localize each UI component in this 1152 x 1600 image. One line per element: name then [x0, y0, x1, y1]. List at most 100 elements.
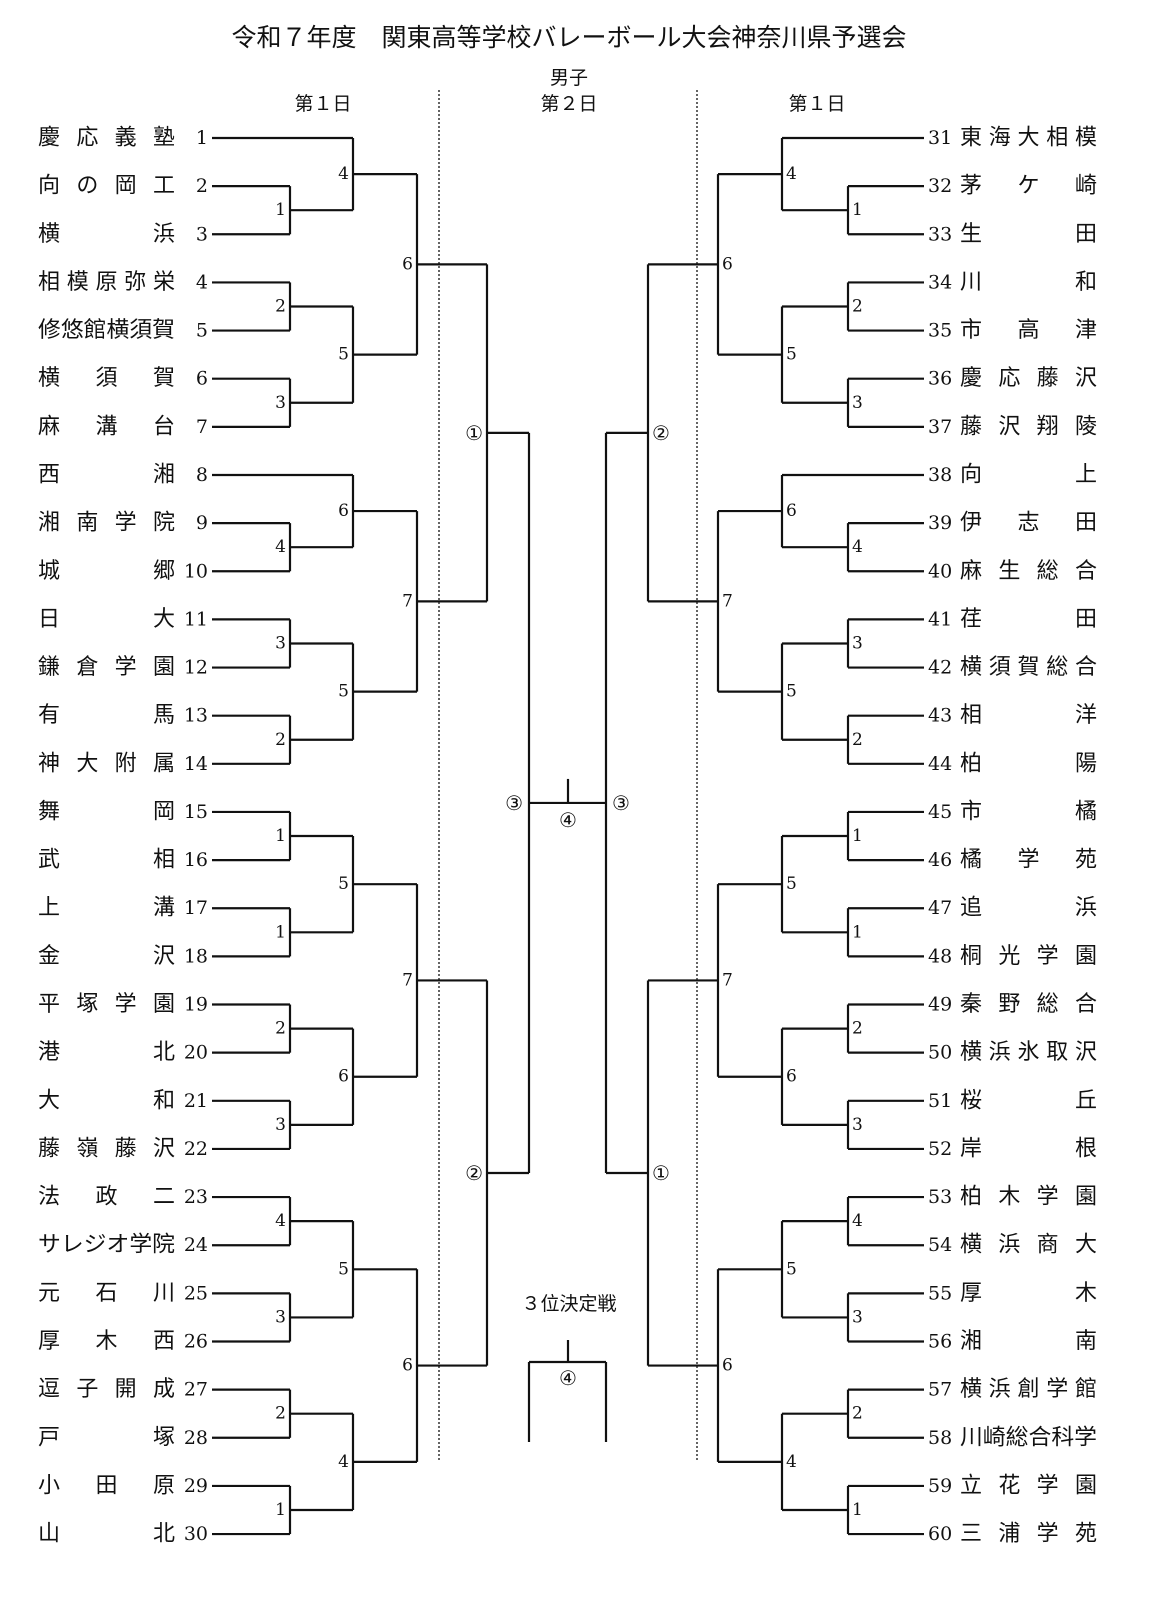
team-number: 49 — [928, 994, 952, 1016]
round1-match-label: 1 — [275, 1500, 286, 1520]
team-number: 46 — [928, 849, 952, 871]
team-name: 西湘 — [38, 462, 175, 487]
bracket-lines — [212, 90, 924, 1536]
team-name: 戸塚 — [38, 1425, 175, 1450]
team-name: 上溝 — [38, 896, 175, 921]
team-name: 城郷 — [38, 559, 175, 584]
team-number: 57 — [928, 1379, 952, 1401]
team-name: 市橘 — [960, 799, 1097, 824]
day1-left-header: 第１日 — [294, 93, 351, 115]
team-name: 横須賀総合 — [960, 655, 1097, 680]
bracket-labels: 1慶応義塾2向の岡工3横浜4相模原弥栄5修悠館横須賀6横須賀7麻溝台8西湘9湘南… — [38, 126, 1097, 1547]
team-name: 麻生総合 — [960, 559, 1097, 584]
team-number: 3 — [196, 223, 208, 245]
round3-match-label: 7 — [722, 970, 733, 990]
team-name: 横浜商大 — [960, 1233, 1097, 1258]
team-number: 23 — [184, 1186, 208, 1208]
team-number: 10 — [184, 560, 208, 582]
team-name: 藤沢翔陵 — [960, 414, 1097, 439]
team-name: 荏田 — [960, 607, 1097, 632]
team-name: 港北 — [38, 1040, 175, 1065]
round3-match-label: 7 — [402, 591, 413, 611]
team-name: 向の岡工 — [38, 174, 175, 199]
round1-match-label: 3 — [852, 1307, 863, 1327]
team-name: 桜丘 — [960, 1088, 1097, 1113]
team-number: 17 — [184, 897, 208, 919]
team-name: 川和 — [960, 270, 1097, 295]
team-number: 9 — [196, 512, 208, 534]
team-name: 川崎総合科学 — [960, 1425, 1097, 1450]
third-place-match-label: ④ — [559, 1366, 577, 1390]
team-number: 15 — [184, 801, 208, 823]
team-number: 48 — [928, 945, 952, 967]
team-name: 桐光学園 — [960, 944, 1097, 969]
team-number: 44 — [928, 753, 952, 775]
team-number: 43 — [928, 705, 952, 727]
team-number: 7 — [196, 416, 208, 438]
team-name: 武相 — [38, 848, 175, 873]
team-name: 修悠館横須賀 — [38, 318, 175, 343]
division-label: 男子 — [550, 67, 588, 89]
team-number: 22 — [184, 1138, 208, 1160]
team-name: 厚木 — [960, 1281, 1097, 1306]
round1-match-label: 4 — [852, 537, 863, 557]
team-name: 岸根 — [960, 1136, 1097, 1161]
round1-match-label: 3 — [275, 1115, 286, 1135]
team-name: 向上 — [960, 462, 1097, 487]
team-number: 55 — [928, 1282, 952, 1304]
team-name: 相模原弥栄 — [38, 270, 175, 295]
round2-match-label: 5 — [786, 682, 797, 702]
team-number: 1 — [196, 127, 208, 149]
team-name: 相洋 — [960, 703, 1097, 728]
round2-match-label: 4 — [338, 164, 349, 184]
team-number: 54 — [928, 1234, 952, 1256]
round2-match-label: 6 — [338, 1067, 349, 1087]
team-name: 市高津 — [960, 318, 1097, 343]
round1-match-label: 2 — [275, 1404, 286, 1424]
team-number: 18 — [184, 945, 208, 967]
round1-match-label: 3 — [852, 1115, 863, 1135]
team-number: 2 — [196, 175, 208, 197]
team-name: 有馬 — [38, 703, 175, 728]
team-number: 30 — [184, 1523, 208, 1545]
team-name: 横浜氷取沢 — [960, 1040, 1097, 1065]
team-name: 横浜創学館 — [960, 1377, 1097, 1402]
team-number: 39 — [928, 512, 952, 534]
team-name: 慶応義塾 — [38, 126, 175, 151]
team-name: 藤嶺藤沢 — [38, 1136, 175, 1161]
semifinal-match-label: ③ — [612, 791, 630, 815]
team-name: 東海大相模 — [960, 126, 1097, 151]
team-number: 34 — [928, 271, 952, 293]
team-name: 山北 — [38, 1522, 175, 1547]
team-number: 35 — [928, 320, 952, 342]
team-name: 金沢 — [38, 944, 175, 969]
round2-match-label: 4 — [338, 1452, 349, 1472]
team-name: 逗子開成 — [38, 1377, 175, 1402]
team-number: 26 — [184, 1331, 208, 1353]
round2-match-label: 6 — [786, 501, 797, 521]
bracket-title: 令和７年度 関東高等学校バレーボール大会神奈川県予選会 — [231, 23, 906, 52]
team-number: 42 — [928, 657, 952, 679]
team-number: 13 — [184, 705, 208, 727]
round1-match-label: 2 — [275, 296, 286, 316]
final-match-label: ④ — [559, 808, 577, 832]
team-number: 29 — [184, 1475, 208, 1497]
team-name: 生田 — [960, 222, 1097, 247]
team-number: 19 — [184, 994, 208, 1016]
round1-match-label: 2 — [275, 1019, 286, 1039]
team-name: 柏木学園 — [960, 1185, 1097, 1210]
team-number: 33 — [928, 223, 952, 245]
round1-match-label: 1 — [852, 1500, 863, 1520]
round1-match-label: 3 — [852, 393, 863, 413]
team-name: 橘学苑 — [960, 848, 1097, 873]
team-name: 秦野総合 — [960, 992, 1097, 1017]
semifinal-match-label: ③ — [505, 791, 523, 815]
team-number: 37 — [928, 416, 952, 438]
team-name: サレジオ学院 — [38, 1233, 175, 1258]
round1-match-label: 1 — [852, 826, 863, 846]
team-number: 8 — [196, 464, 208, 486]
team-name: 湘南 — [960, 1329, 1097, 1354]
round2-match-label: 5 — [786, 1259, 797, 1279]
team-name: 大和 — [38, 1088, 175, 1113]
team-name: 湘南学院 — [38, 511, 175, 536]
